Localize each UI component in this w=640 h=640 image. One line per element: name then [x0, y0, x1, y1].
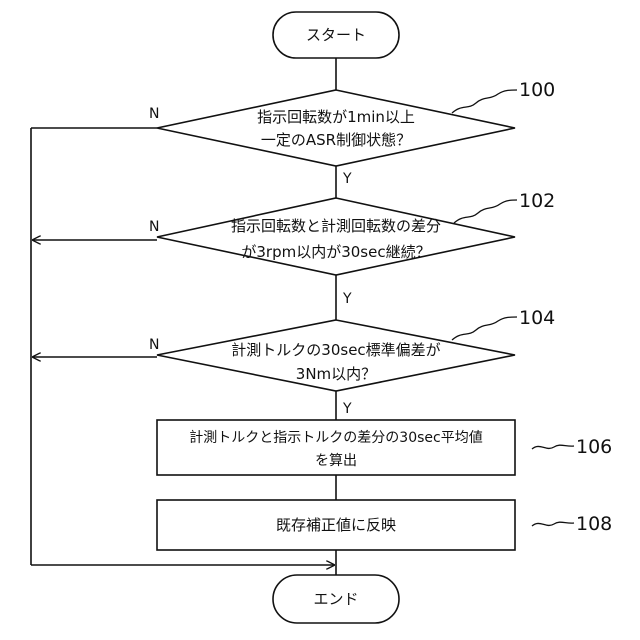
- decision-100-no-label: N: [149, 106, 159, 122]
- decision-102-yes-label: Y: [342, 291, 352, 307]
- ref-100-leader: [452, 90, 517, 113]
- start-label: スタート: [306, 26, 366, 44]
- decision-104-no-label: N: [149, 337, 159, 353]
- ref-102-label: 102: [519, 190, 555, 212]
- ref-108-leader: [532, 522, 574, 526]
- decision-104-text-line2: 3Nm以内？: [296, 365, 376, 383]
- ref-102-leader: [454, 200, 517, 223]
- decision-100-text-line1: 指示回転数が1min以上: [257, 108, 415, 126]
- ref-104-label: 104: [519, 307, 555, 329]
- ref-104-leader: [452, 317, 517, 340]
- ref-106-label: 106: [576, 436, 612, 458]
- decision-102-diamond: [157, 198, 515, 275]
- process-108-text: 既存補正値に反映: [276, 516, 396, 534]
- ref-100-label: 100: [519, 79, 555, 101]
- process-106-text-line2: を算出: [315, 453, 357, 469]
- decision-100-text-line2: 一定のASR制御状態？: [261, 131, 411, 149]
- decision-102-text-line1: 指示回転数と計測回転数の差分: [231, 217, 441, 235]
- process-106-text-line1: 計測トルクと指示トルクの差分の30sec平均値: [189, 430, 482, 446]
- end-label: エンド: [313, 590, 358, 608]
- decision-104-yes-label: Y: [342, 401, 352, 417]
- ref-106-leader: [532, 445, 574, 449]
- decision-100-diamond: [157, 90, 515, 166]
- decision-104-text-line1: 計測トルクの30sec標準偏差が: [231, 341, 440, 359]
- decision-102-text-line2: が3rpm以内が30sec継続？: [241, 243, 430, 261]
- ref-108-label: 108: [576, 513, 612, 535]
- decision-100-yes-label: Y: [342, 171, 352, 187]
- decision-102-no-label: N: [149, 219, 159, 235]
